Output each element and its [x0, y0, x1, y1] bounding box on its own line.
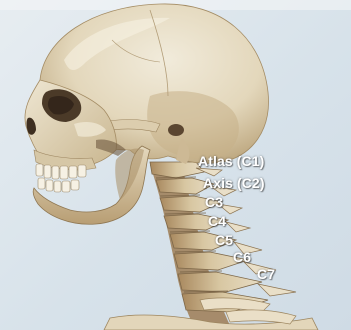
label-c4: C4: [208, 214, 226, 228]
label-c7: C7: [257, 267, 275, 281]
label-c3: C3: [205, 195, 223, 209]
label-c5: C5: [215, 233, 233, 247]
label-atlas-c1: Atlas (C1): [198, 154, 264, 168]
label-axis-c2: Axis (C2): [203, 176, 265, 190]
label-c6: C6: [233, 250, 251, 264]
